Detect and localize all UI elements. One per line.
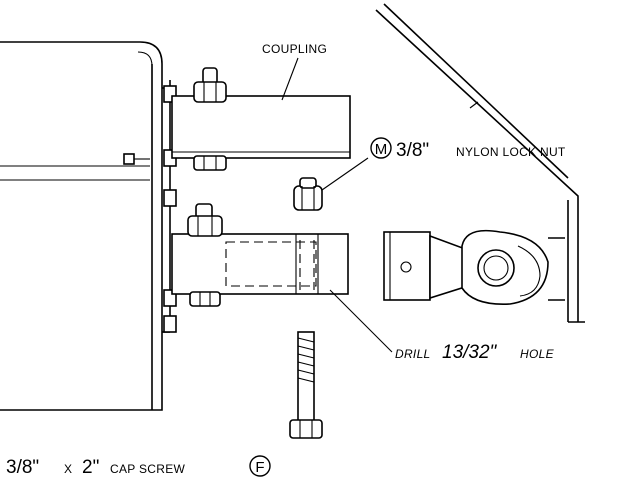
cap-screw — [289, 331, 323, 439]
screw-desc-label: CAP SCREW — [110, 462, 186, 476]
leader-lines — [281, 57, 393, 353]
pto-shield — [375, 3, 585, 323]
coupling-top-nut — [193, 67, 227, 103]
nut-size-label: 3/8" — [396, 140, 429, 161]
shaft-tube — [171, 233, 349, 295]
screw-x-label: X — [64, 462, 72, 476]
nut-desc-label: NYLON LOCK NUT — [456, 145, 566, 159]
nylon-lock-nut — [293, 177, 323, 211]
screw-size-label: 3/8" — [6, 457, 39, 478]
callout-f-letter: F — [255, 459, 264, 476]
coupling-label: COUPLING — [262, 42, 327, 56]
drill-hole-callout: DRILL 13/32" HOLE — [395, 342, 555, 363]
coupling-bottom-nut — [193, 155, 227, 171]
nylon-lock-nut-callout: M 3/8" NYLON LOCK NUT — [370, 137, 566, 161]
universal-joint — [383, 229, 565, 305]
housing-bolts — [123, 85, 177, 333]
callout-m-circle — [370, 137, 392, 159]
screw-length-label: 2" — [82, 457, 99, 478]
callout-f-circle — [249, 455, 271, 477]
shaft-bottom-nut — [189, 291, 221, 307]
shaft-top-nut — [187, 203, 223, 237]
gearbox-housing — [0, 41, 171, 411]
drill-hole-label: HOLE — [520, 347, 555, 361]
cap-screw-callout: 3/8" X 2" CAP SCREW F — [6, 455, 271, 478]
drill-hole-outline — [225, 240, 317, 290]
drill-word-label: DRILL — [395, 347, 431, 361]
drill-size-label: 13/32" — [442, 342, 498, 363]
callout-m-letter: M — [375, 141, 388, 158]
coupling-block — [171, 95, 351, 159]
